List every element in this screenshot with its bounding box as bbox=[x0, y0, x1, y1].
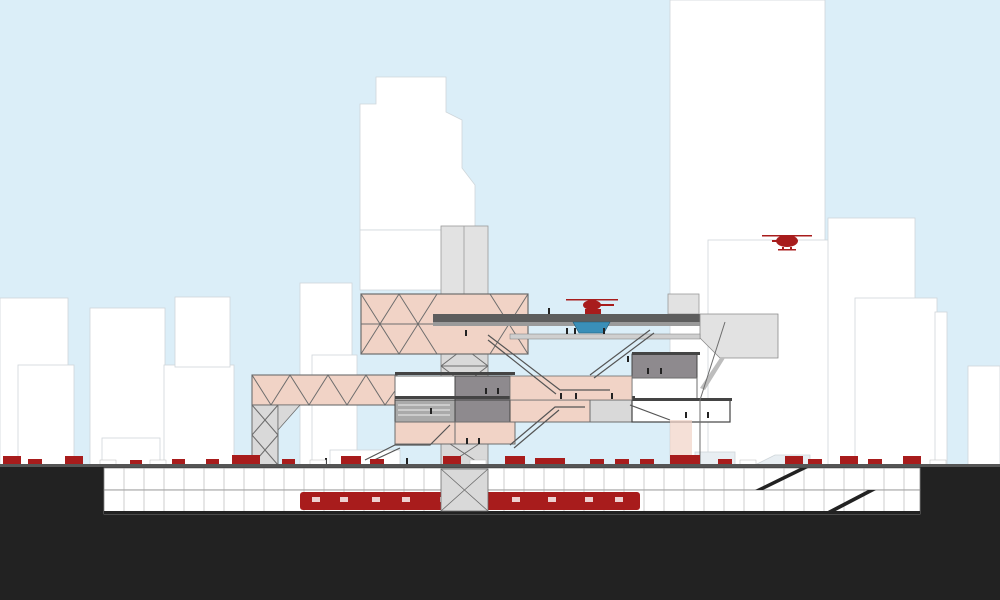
light-shaft bbox=[670, 420, 692, 465]
vehicle-icon bbox=[99, 459, 947, 466]
upper-deck-right bbox=[509, 313, 779, 390]
vehicle-icon bbox=[3, 455, 921, 465]
background-skyline bbox=[0, 0, 1000, 469]
middle-floors bbox=[394, 352, 732, 445]
helicopter-icon bbox=[566, 299, 618, 310]
street-surface bbox=[0, 464, 1000, 467]
helicopter-icon bbox=[762, 235, 812, 251]
